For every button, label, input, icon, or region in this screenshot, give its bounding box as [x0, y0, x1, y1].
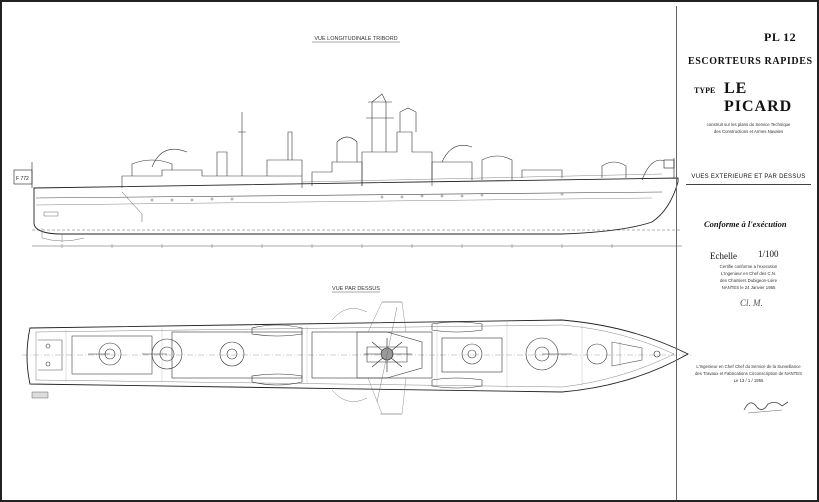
construction-note-2: des Constructions et Armes Navales: [713, 129, 784, 134]
footer-line-1: L'Ingenieur en Chef Chef du Service de l…: [696, 364, 801, 369]
construction-note-1: construit sur les plans du Service Techn…: [706, 122, 791, 127]
conformity-note: Conforme à l'exécution: [704, 219, 787, 229]
footer-signature: [743, 401, 789, 414]
certification-line-2: L'Ingenieur en Chef des C.N.: [720, 271, 777, 276]
views-label: VUES EXTERIEURE ET PAR DESSUS: [691, 174, 806, 180]
profile-view: F 772: [13, 93, 682, 248]
scale-value: 1/100: [758, 249, 779, 259]
certification-line-4: NANTES le 24 Janvier 1955: [721, 285, 776, 290]
scale-label: Echelle: [710, 251, 737, 261]
footer-line-3: Le 13 / 1 / 1955: [733, 378, 764, 383]
title-block-divider: [676, 6, 677, 500]
footer-line-2: des Travaux et Fabrications Circonscript…: [695, 371, 802, 376]
plan-view-title: VUE PAR DESSUS: [332, 286, 380, 292]
plate-number: PL 12: [764, 30, 797, 44]
certification-signature: Cl. M.: [740, 298, 763, 308]
certification-line-3: des Chantiers Dubigeon-Loire: [719, 278, 778, 283]
ship-name: LE PICARD: [724, 80, 793, 115]
hull-mark: F 772: [16, 176, 29, 182]
certification-line-1: Certifie conforme a l'execution: [719, 264, 778, 269]
views-underline: [686, 184, 811, 185]
ship-series: ESCORTEURS RAPIDES: [688, 56, 813, 67]
plan-view: [22, 301, 692, 415]
profile-view-title: VUE LONGITUDINALE TRIBORD: [314, 36, 397, 42]
ship-type-label: TYPE: [694, 86, 716, 95]
title-block: PL 12 ESCORTEURS RAPIDES TYPE LE PICARD …: [676, 6, 817, 500]
